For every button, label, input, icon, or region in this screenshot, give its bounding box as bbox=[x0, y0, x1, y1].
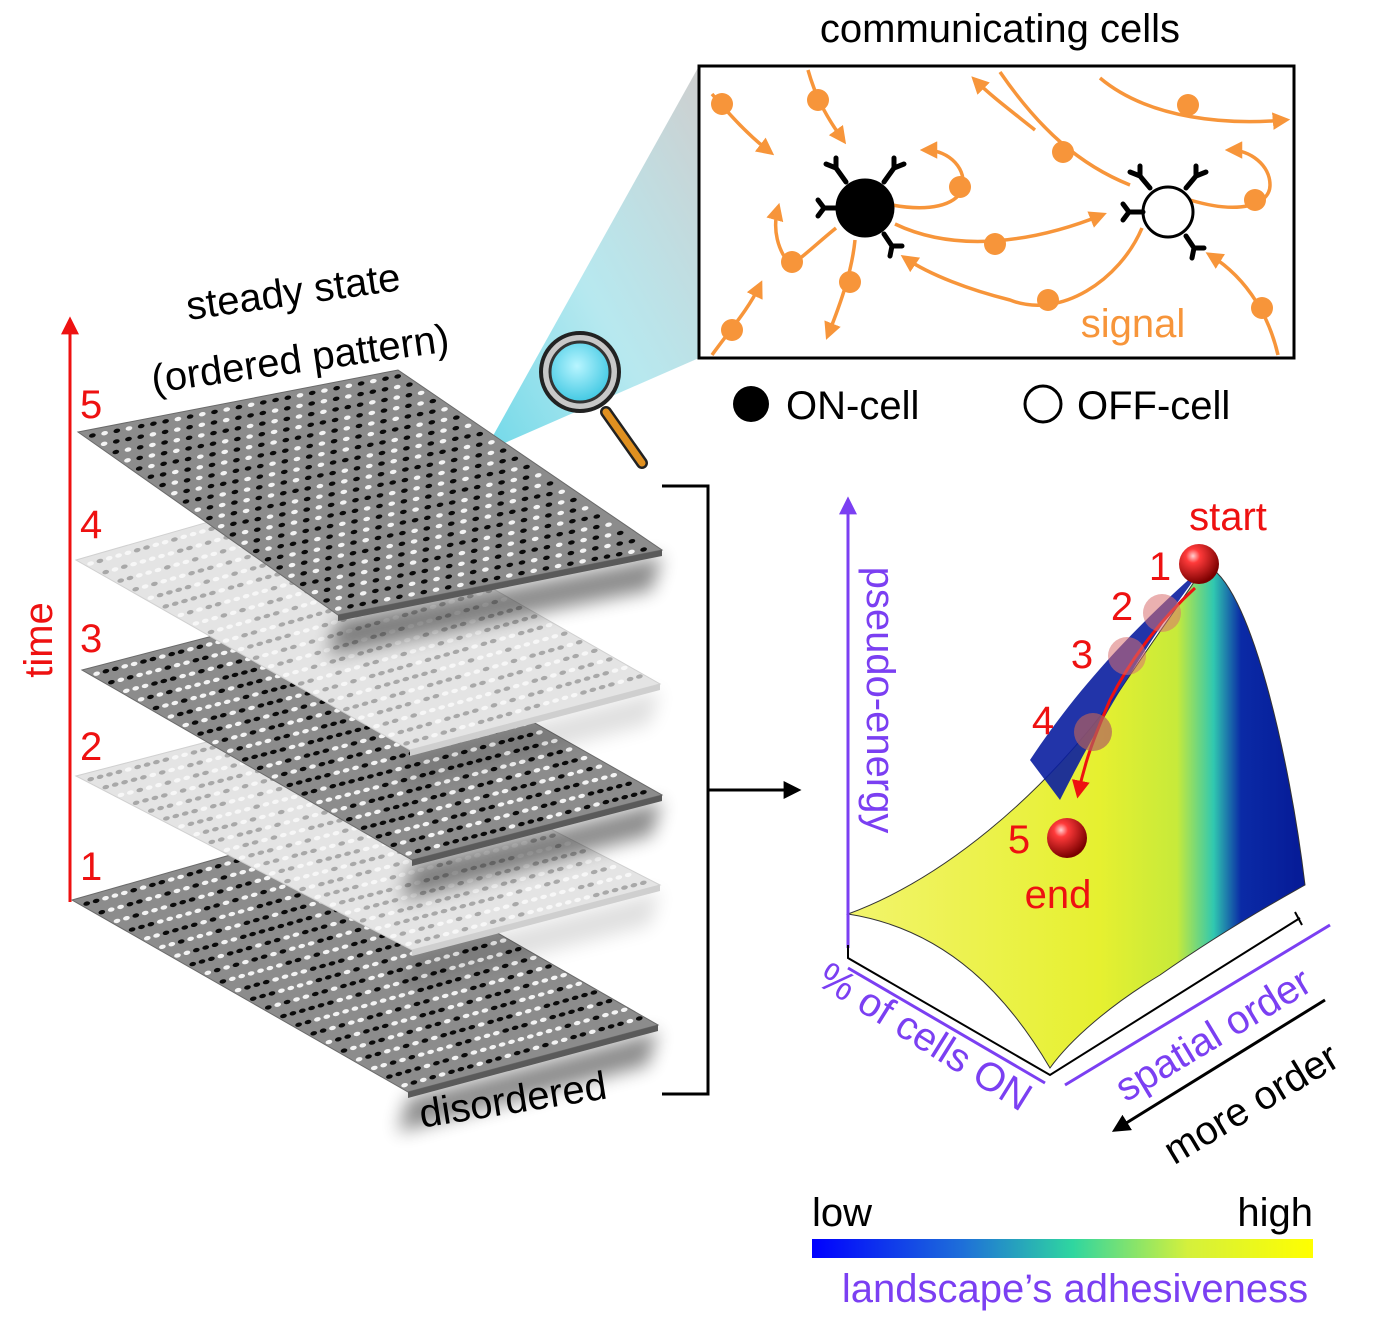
legend-off-marker bbox=[1023, 384, 1063, 424]
ball-step-4 bbox=[1074, 713, 1112, 751]
legend-off-label: OFF-cell bbox=[1077, 384, 1230, 428]
ball-step-2 bbox=[1143, 594, 1181, 632]
start-label: start bbox=[1189, 495, 1267, 539]
landscape-step-1: 1 bbox=[1149, 545, 1171, 589]
base-tick bbox=[1294, 911, 1303, 926]
legend-on-marker bbox=[733, 386, 769, 422]
landscape-step-3: 3 bbox=[1071, 633, 1093, 677]
stack-step-3: 3 bbox=[80, 617, 102, 661]
energy-axis-label: pseudo-energy bbox=[858, 567, 902, 834]
cell-layer-5 bbox=[76, 369, 664, 655]
layer-stack bbox=[70, 369, 664, 1132]
stack-step-1: 1 bbox=[80, 845, 102, 889]
stack-step-4: 4 bbox=[80, 503, 102, 547]
colorbar-high-label: high bbox=[1237, 1191, 1313, 1235]
landscape-step-2: 2 bbox=[1111, 585, 1133, 629]
stack-bracket bbox=[662, 484, 710, 1096]
magnifier-beam bbox=[484, 66, 699, 452]
inset-title: communicating cells bbox=[820, 7, 1180, 51]
end-label: end bbox=[1025, 873, 1092, 917]
inset-signal-molecules bbox=[711, 89, 1273, 341]
base-axes bbox=[847, 917, 1301, 1077]
signal-label: signal bbox=[1081, 302, 1186, 346]
ball-step-5 bbox=[1047, 818, 1087, 858]
colorbar-title: landscape’s adhesiveness bbox=[842, 1267, 1308, 1311]
off-cell-icon bbox=[1120, 163, 1209, 261]
cells-on-axis-line bbox=[847, 966, 1046, 1085]
stack-step-2: 2 bbox=[80, 725, 102, 769]
colorbar bbox=[812, 1239, 1313, 1258]
ball-step-3 bbox=[1108, 637, 1146, 675]
magnifier-icon bbox=[539, 331, 648, 469]
cell-layer-1 bbox=[70, 829, 660, 1132]
spatial-order-axis-line bbox=[1064, 923, 1331, 1087]
ball-step-1 bbox=[1179, 544, 1219, 584]
stack-step-5: 5 bbox=[80, 383, 102, 427]
steady-state-caption: steady state bbox=[183, 255, 403, 329]
time-axis-label: time bbox=[17, 602, 61, 678]
on-cell-icon bbox=[815, 155, 907, 259]
inset-frame bbox=[697, 64, 1296, 360]
colorbar-low-label: low bbox=[812, 1191, 872, 1235]
landscape-step-4: 4 bbox=[1032, 699, 1054, 743]
landscape-step-5: 5 bbox=[1008, 818, 1030, 862]
more-order-arrow bbox=[1111, 998, 1326, 1132]
legend-on-label: ON-cell bbox=[786, 384, 919, 428]
